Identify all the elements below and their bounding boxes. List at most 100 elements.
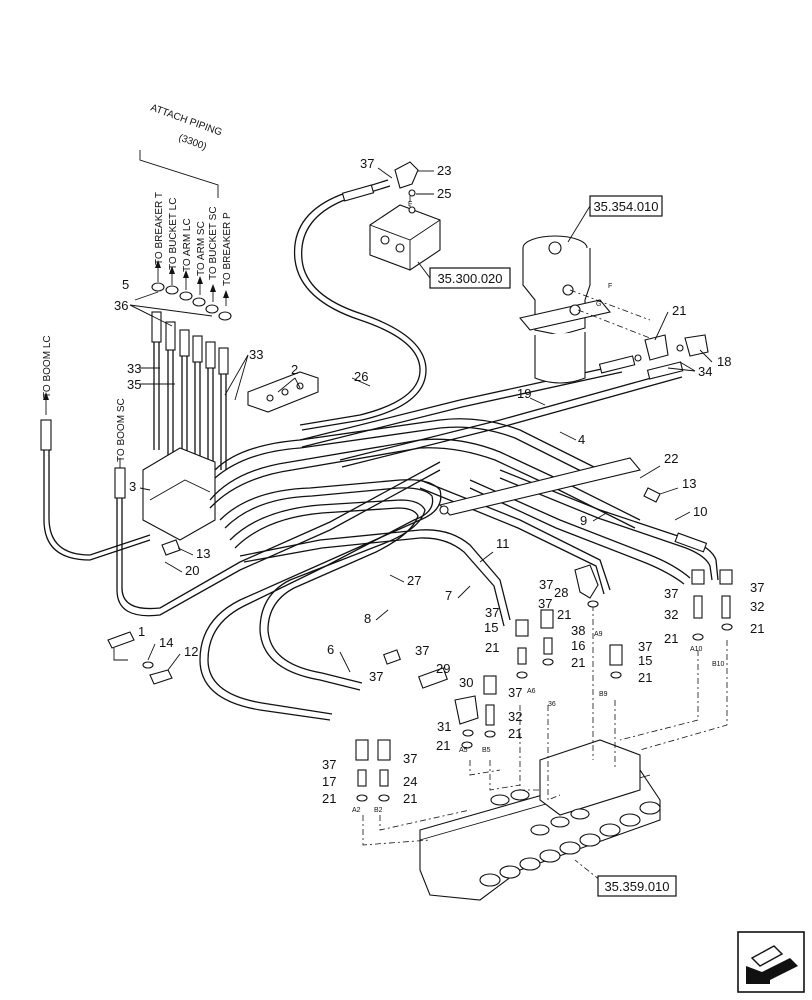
callout-5: 5 (122, 277, 129, 292)
label-boom-lc: TO BOOM LC (42, 335, 53, 415)
direction-arrow-icon (737, 931, 805, 993)
fitting-stack-b2 (377, 739, 391, 802)
callout-21k: 21 (403, 791, 417, 806)
fitting-stack-b6 (540, 609, 554, 666)
valve-leader-lines (362, 605, 728, 881)
callout-20: 20 (185, 563, 199, 578)
callout-21i: 21 (436, 738, 450, 753)
svg-text:B9: B9 (599, 691, 608, 698)
svg-text:B2: B2 (374, 807, 383, 814)
fitting-stacks (355, 564, 733, 802)
hose-26 (293, 179, 427, 431)
callout-37h: 37 (664, 586, 678, 601)
callout-28: 28 (554, 585, 568, 600)
callout-23: 23 (437, 163, 451, 178)
fitting-stack-b10 (719, 569, 733, 631)
callout-12: 12 (184, 644, 198, 659)
clip-part (247, 371, 319, 413)
svg-text:A6: A6 (527, 688, 536, 695)
callout-37g: 37 (638, 639, 652, 654)
callout-31: 31 (437, 719, 451, 734)
hose-end-caps (151, 282, 232, 321)
label-boom-sc: TO BOOM SC (116, 398, 127, 468)
callout-37c: 37 (485, 605, 499, 620)
svg-text:TO ARM SC: TO ARM SC (196, 221, 207, 276)
fitting-29-30-31 (383, 649, 479, 737)
svg-text:36: 36 (548, 701, 556, 708)
callout-35: 35 (127, 377, 141, 392)
svg-text:TO BUCKET LC: TO BUCKET LC (168, 198, 179, 270)
callout-13a: 13 (682, 476, 696, 491)
svg-text:F: F (408, 201, 412, 208)
port-labels: A2 B2 A5 B5 A6 36 A9 B9 A10 B10 F G F (352, 201, 725, 814)
valve-spools (479, 789, 661, 887)
svg-text:B5: B5 (482, 747, 491, 754)
callout-37l: 37 (538, 596, 552, 611)
svg-text:B10: B10 (712, 661, 725, 668)
svg-text:TO BREAKER P: TO BREAKER P (222, 212, 233, 286)
destination-labels: TO BOOM LC TO BOOM SC TO BREAKER T TO BU… (42, 192, 233, 468)
callout-37b: 37 (539, 577, 553, 592)
fitting-stack-a6 (515, 619, 529, 679)
callout-11: 11 (496, 536, 510, 551)
label-arm-sc: TO ARM SC (196, 221, 207, 295)
callout-33b: 33 (249, 347, 263, 362)
callout-37k: 37 (403, 751, 417, 766)
label-breaker-t: TO BREAKER T (154, 192, 165, 282)
fitting-stack-a10 (691, 569, 705, 641)
callout-21g: 21 (750, 621, 764, 636)
callout-33a: 33 (127, 361, 141, 376)
svg-text:G: G (596, 301, 601, 308)
callout-18: 18 (717, 354, 731, 369)
fitting-stack-b9 (609, 644, 623, 679)
label-breaker-p: TO BREAKER P (222, 212, 233, 306)
callout-6: 6 (327, 642, 334, 657)
reference-box-swivel[interactable]: 35.354.010 (567, 195, 663, 243)
elbow-fittings (634, 334, 709, 362)
reference-box-valve[interactable]: 35.359.010 (597, 875, 677, 897)
callout-30: 30 (459, 675, 473, 690)
callout-21c: 21 (485, 640, 499, 655)
callout-21b: 21 (557, 607, 571, 622)
callout-24: 24 (403, 774, 417, 789)
callout-25: 25 (437, 186, 451, 201)
fitting-stack-a5 (461, 741, 473, 749)
leader-lines (129, 167, 713, 673)
callout-9: 9 (580, 513, 587, 528)
callout-37f: 37 (508, 685, 522, 700)
bracket-22 (161, 457, 661, 556)
callout-37a: 37 (360, 156, 374, 171)
swivel-joint (519, 235, 656, 384)
svg-text:F: F (608, 283, 612, 290)
callout-3: 3 (129, 479, 136, 494)
callout-34: 34 (698, 364, 712, 379)
callout-1: 1 (138, 624, 145, 639)
callout-37i: 37 (750, 580, 764, 595)
callouts: 1 2 3 4 5 6 7 8 9 10 11 12 13 13 14 15 1… (114, 156, 764, 806)
callout-27: 27 (407, 573, 421, 588)
svg-text:A9: A9 (594, 631, 603, 638)
callout-8: 8 (364, 611, 371, 626)
svg-text:TO BOOM SC: TO BOOM SC (116, 398, 127, 462)
callout-21e: 21 (638, 670, 652, 685)
callout-37e: 37 (369, 669, 383, 684)
callout-37j: 37 (322, 757, 336, 772)
fitting-stack-b5 (483, 675, 497, 738)
attach-piping-header: ATTACH PIPING (3300) (139, 102, 224, 198)
svg-text:A5: A5 (459, 747, 468, 754)
callout-16: 16 (571, 638, 585, 653)
attach-piping-title: ATTACH PIPING (149, 102, 224, 138)
callout-37d: 37 (415, 643, 429, 658)
callout-4: 4 (578, 432, 585, 447)
svg-text:TO BUCKET SC: TO BUCKET SC (208, 206, 219, 280)
reference-box-block[interactable]: 35.300.020 (417, 261, 511, 289)
callout-38: 38 (571, 623, 585, 638)
clamp-bracket (142, 447, 216, 541)
loose-parts (107, 631, 173, 685)
callout-2: 2 (291, 362, 298, 377)
callout-36: 36 (114, 298, 128, 313)
svg-text:TO ARM LC: TO ARM LC (182, 218, 193, 272)
callout-19: 19 (517, 386, 531, 401)
callout-21j: 21 (322, 791, 336, 806)
callout-21f: 21 (664, 631, 678, 646)
